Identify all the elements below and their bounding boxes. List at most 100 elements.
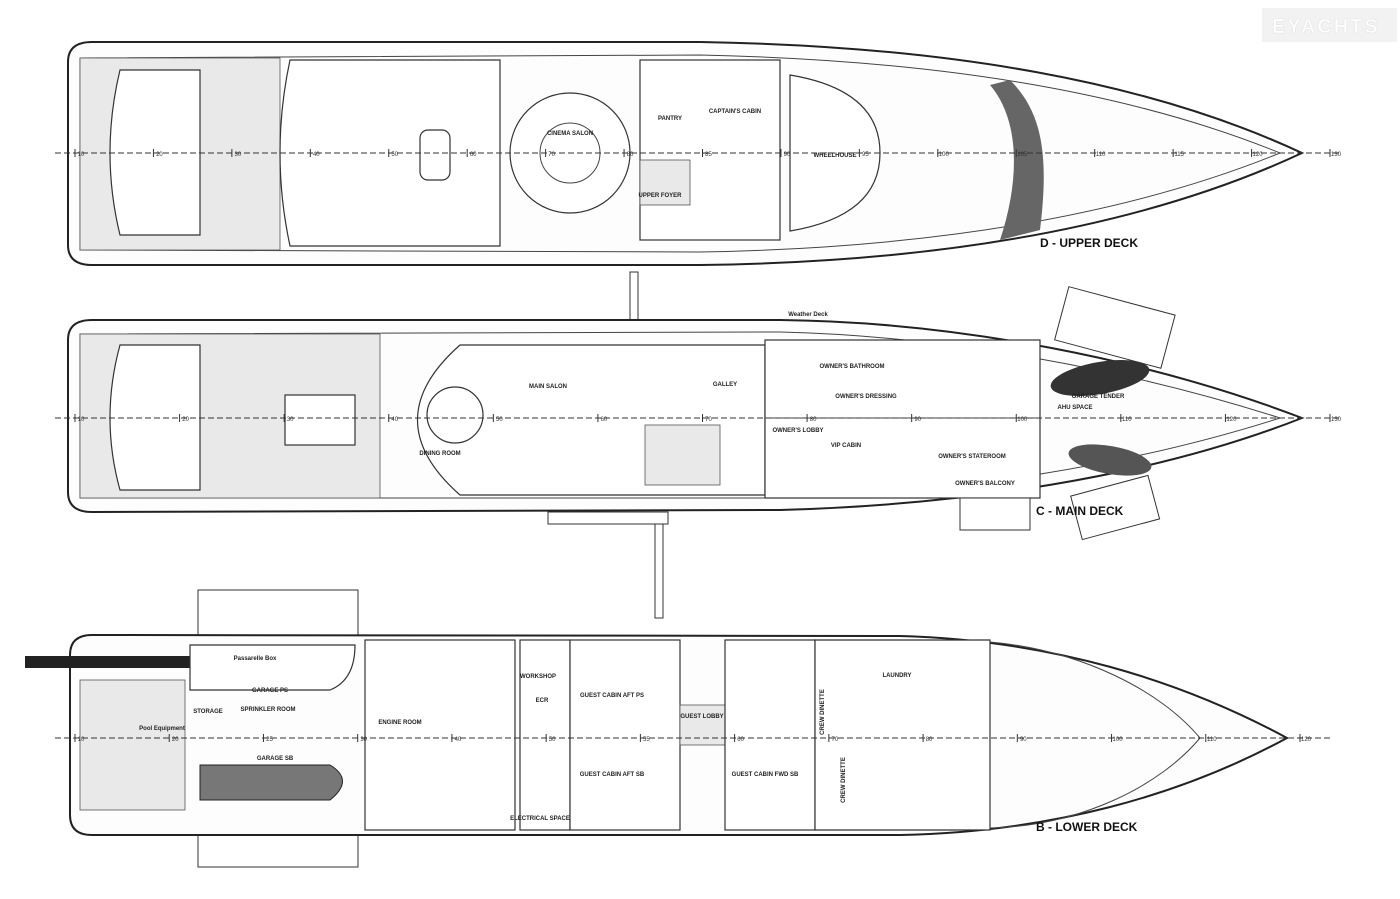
room-label: OWNER'S BALCONY (955, 481, 1015, 487)
room-label: VIP CABIN (831, 443, 861, 449)
guest-cabins-aft (569, 639, 681, 831)
frame-number: 115 (1174, 152, 1184, 158)
room-label: CINEMA SALON (547, 131, 593, 137)
room-label: GARAGE PS (252, 688, 288, 694)
room-label: GARAGE SB (257, 756, 294, 762)
room-label: DINING ROOM (419, 451, 460, 457)
frame-number: 60 (601, 417, 608, 423)
frame-number: 110 (1096, 152, 1106, 158)
main-deck-title: C - MAIN DECK (1036, 504, 1124, 518)
room-label: ELECTRICAL SPACE (510, 816, 570, 822)
side-platform (547, 511, 669, 525)
frame-number: 90 (784, 152, 791, 158)
frame-number: 120 (1226, 417, 1237, 423)
room-label: GUEST LOBBY (680, 714, 723, 720)
frame-number: 95 (862, 152, 869, 158)
frame-number: 120 (1253, 152, 1264, 158)
swim-platform (79, 679, 186, 811)
room-label: LAUNDRY (882, 673, 911, 679)
room-label: AHU SPACE (1058, 405, 1093, 411)
frame-number: 70 (548, 152, 555, 158)
room-label: SPRINKLER ROOM (240, 707, 295, 713)
room-label: Pool Equipment (139, 726, 185, 732)
frame-number: 30 (235, 152, 242, 158)
frame-number: 10 (78, 152, 85, 158)
room-label: ECR (536, 698, 549, 704)
garage-door-top (197, 589, 359, 636)
crew-area (814, 639, 991, 831)
frame-number: 80 (627, 152, 634, 158)
frame-number: 110 (1207, 737, 1217, 743)
engine-room (364, 639, 516, 831)
room-label: OWNER'S LOBBY (772, 428, 823, 434)
workshop-ecr (519, 639, 571, 831)
frame-number: 10 (78, 737, 85, 743)
room-label: OWNER'S STATEROOM (938, 454, 1006, 460)
frame-number: 50 (496, 417, 503, 423)
tender-boat-2 (1068, 444, 1152, 476)
owner-suite (764, 339, 1041, 499)
frame-number: 130 (1331, 417, 1342, 423)
logo-backdrop (1262, 8, 1397, 42)
frame-number: 50 (549, 737, 556, 743)
frame-number: 20 (172, 737, 179, 743)
room-label: GALLEY (713, 382, 737, 388)
frame-number: 20 (182, 417, 189, 423)
frame-number: 90 (914, 417, 921, 423)
guest-lobby-floor (679, 704, 726, 746)
room-label: OWNER'S DRESSING (835, 394, 897, 400)
room-label: GUEST CABIN AFT SB (580, 772, 645, 778)
room-label: OWNER'S BATHROOM (820, 364, 885, 370)
room-label: GARAGE TENDER (1072, 394, 1125, 400)
garage-door-bottom (197, 834, 359, 868)
aft-seating (284, 394, 356, 446)
garage-ps (189, 644, 356, 691)
frame-number: 105 (1017, 152, 1028, 158)
passerelle-bottom (654, 519, 664, 619)
foredeck-dark-area (990, 80, 1044, 240)
frame-number: 70 (832, 737, 839, 743)
dining-table (419, 129, 451, 181)
frame-number: 100 (1017, 417, 1028, 423)
owner-balcony-platform (959, 497, 1031, 531)
room-label: MAIN SALON (529, 384, 567, 390)
dining-table-round (426, 386, 484, 444)
frame-number: 50 (391, 152, 398, 158)
upper-deck: 10 20 30 40 50 60 70 80 85 90 95 100 105 110 115 120 130… (55, 41, 1342, 266)
upper-deck-interior (639, 59, 781, 241)
frame-number: 110 (1122, 417, 1132, 423)
frame-number: 130 (1331, 152, 1342, 158)
frame-number: 30 (287, 417, 294, 423)
room-label: GUEST CABIN FWD SB (732, 772, 799, 778)
frame-number: 20 (156, 152, 163, 158)
frame-number: 55 (643, 737, 650, 743)
guest-cabins-fwd (724, 639, 816, 831)
upper-deck-title: D - UPPER DECK (1040, 236, 1138, 250)
tender-boat-1 (1050, 360, 1150, 396)
galley-floor (644, 424, 721, 486)
frame-number: 40 (455, 737, 462, 743)
room-label: WHEELHOUSE (813, 153, 856, 159)
frame-number: 60 (470, 152, 477, 158)
frame-number: 40 (313, 152, 320, 158)
room-label: Passarelle Box (234, 656, 277, 662)
room-label: STORAGE (193, 709, 223, 715)
frame-number: 30 (360, 737, 367, 743)
frame-number: 70 (705, 417, 712, 423)
room-label: ENGINE ROOM (378, 720, 421, 726)
tender-hatch-bottom (1070, 474, 1161, 541)
room-label: WORKSHOP (520, 674, 556, 680)
frame-number: 100 (939, 152, 950, 158)
room-label: PANTRY (658, 116, 682, 122)
room-label: GUEST CABIN AFT PS (580, 693, 644, 699)
logo: EYACHTS (1272, 16, 1380, 38)
room-label: CAPTAIN'S CABIN (709, 109, 761, 115)
room-label: CREW DINETTE (820, 689, 826, 735)
frame-number: 60 (737, 737, 744, 743)
frame-number: 10 (78, 417, 85, 423)
room-label: UPPER FOYER (638, 193, 682, 199)
frame-number: 85 (705, 152, 712, 158)
room-label: CREW DINETTE (841, 757, 847, 803)
frame-number: 90 (1020, 737, 1027, 743)
